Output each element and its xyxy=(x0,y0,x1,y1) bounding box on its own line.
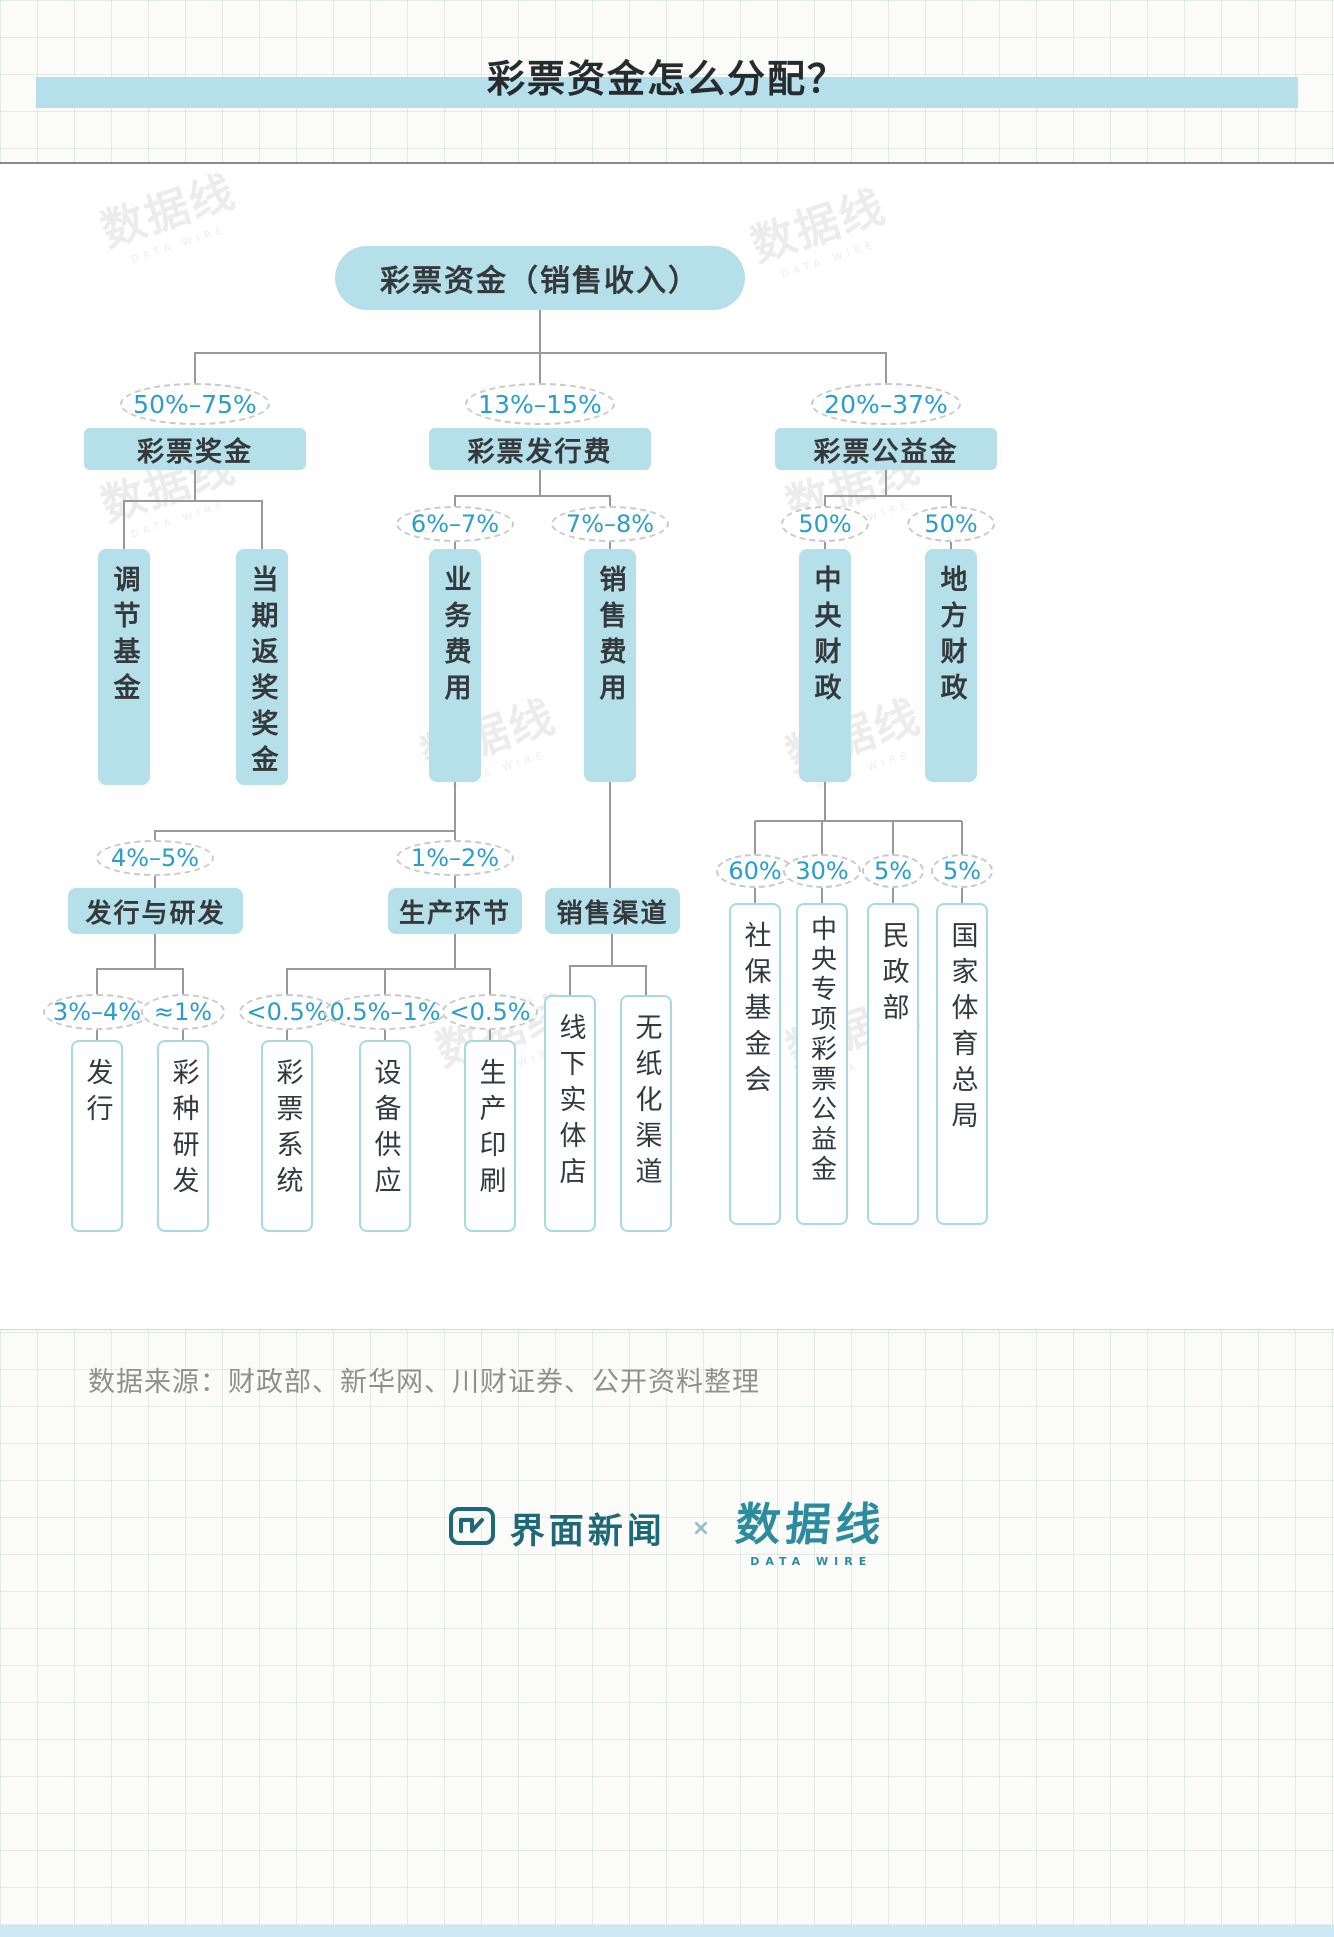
node-label: 地方财政 xyxy=(935,565,967,709)
node-label: 无纸化渠道 xyxy=(630,1013,662,1193)
node-label: 彩票发行费 xyxy=(467,436,613,468)
data-source-note: 数据来源：财政部、新华网、川财证券、公开资料整理 xyxy=(88,1367,760,1398)
node-lottery-system: 彩票系统 xyxy=(261,1040,313,1232)
node-welfare-fund: 彩票公益金 xyxy=(775,428,997,470)
datawire-logo-subtext: DATA WIRE xyxy=(750,1555,873,1568)
node-label: 生产印刷 xyxy=(474,1058,506,1202)
pct-welfare-fund: 20%–37% xyxy=(811,383,961,425)
pct-sales-expense: 7%–8% xyxy=(551,506,669,542)
pct-equipment-supply: 0.5%–1% xyxy=(324,994,446,1030)
connector-central-branch xyxy=(754,782,963,905)
pct-production-printing: <0.5% xyxy=(442,994,538,1030)
pct-central-special-fund: 30% xyxy=(783,854,861,888)
node-label: 国家体育总局 xyxy=(946,921,978,1137)
pct-issuance: 3%–4% xyxy=(43,994,151,1030)
header-divider xyxy=(0,162,1334,164)
node-label: 业务费用 xyxy=(439,565,471,709)
node-label: 彩票奖金 xyxy=(137,436,253,468)
node-central-special-fund: 中央专项彩票公益金 xyxy=(796,903,848,1225)
pct-business-expense: 6%–7% xyxy=(396,506,514,542)
node-business-expense: 业务费用 xyxy=(429,549,481,782)
node-lottery-prize: 彩票奖金 xyxy=(84,428,306,470)
pct-production: 1%–2% xyxy=(396,840,514,876)
pct-lottery-prize: 50%–75% xyxy=(120,383,270,425)
node-sales-expense: 销售费用 xyxy=(584,549,636,782)
node-label: 当期返奖奖金 xyxy=(246,565,278,781)
node-label: 生产环节 xyxy=(398,898,511,929)
node-issuance-fee: 彩票发行费 xyxy=(429,428,651,470)
jiemian-logo-icon xyxy=(448,1505,496,1551)
node-lottery-funds-root: 彩票资金（销售收入） xyxy=(335,246,745,310)
node-adjustment-fund: 调节基金 xyxy=(98,549,150,785)
node-label: 彩票资金（销售收入） xyxy=(380,264,700,299)
node-sales-channel: 销售渠道 xyxy=(545,888,680,934)
node-label: 销售费用 xyxy=(594,565,626,709)
node-current-prize-return: 当期返奖奖金 xyxy=(236,549,288,785)
pct-issuance-fee: 13%–15% xyxy=(465,383,615,425)
pct-lottery-type-rd: ≈1% xyxy=(141,994,225,1030)
connector-channel-branch xyxy=(569,934,647,997)
jiemian-logo: 界面新闻 xyxy=(448,1503,666,1554)
node-label: 社保基金会 xyxy=(739,921,771,1101)
connector-prize-branch xyxy=(123,470,263,552)
node-equipment-supply: 设备供应 xyxy=(359,1040,411,1232)
node-label: 线下实体店 xyxy=(554,1013,586,1193)
title-highlight-bar xyxy=(36,77,1298,108)
pct-social-security-fund: 60% xyxy=(716,854,794,888)
pct-issuance-rd: 4%–5% xyxy=(96,840,214,876)
node-local-finance: 地方财政 xyxy=(925,549,977,782)
connector-root xyxy=(194,310,887,386)
node-label: 中央专项彩票公益金 xyxy=(806,915,837,1185)
datawire-logo: 数据线 DATA WIRE xyxy=(733,1488,889,1568)
datawire-logo-text: 数据线 xyxy=(733,1498,889,1551)
node-issuance: 发行 xyxy=(71,1040,123,1232)
node-label: 销售渠道 xyxy=(556,898,669,929)
page-title: 彩票资金怎么分配？ xyxy=(486,57,847,101)
pct-sport-administration: 5% xyxy=(931,854,993,888)
node-label: 彩票公益金 xyxy=(813,436,959,468)
node-label: 彩种研发 xyxy=(167,1058,199,1202)
jiemian-logo-text: 界面新闻 xyxy=(509,1511,666,1552)
node-label: 民政部 xyxy=(877,921,909,1029)
node-central-finance: 中央财政 xyxy=(799,549,851,782)
node-social-security-fund: 社保基金会 xyxy=(729,903,781,1225)
brand-separator: × xyxy=(691,1515,711,1541)
node-label: 中央财政 xyxy=(809,565,841,709)
node-production-printing: 生产印刷 xyxy=(464,1040,516,1232)
node-issuance-rd: 发行与研发 xyxy=(68,888,243,934)
node-label: 发行与研发 xyxy=(85,898,226,929)
brand-row: 界面新闻 × 数据线 DATA WIRE xyxy=(0,1488,1334,1568)
node-lottery-type-rd: 彩种研发 xyxy=(157,1040,209,1232)
connector-business-branch xyxy=(154,782,456,890)
pct-central-finance: 50% xyxy=(781,506,869,542)
node-paperless-channel: 无纸化渠道 xyxy=(620,995,672,1232)
bottom-accent-strip xyxy=(0,1925,1334,1937)
node-sport-administration: 国家体育总局 xyxy=(936,903,988,1225)
node-civil-affairs: 民政部 xyxy=(867,903,919,1225)
pct-local-finance: 50% xyxy=(907,506,995,542)
node-production: 生产环节 xyxy=(388,888,522,934)
node-label: 发行 xyxy=(81,1058,113,1130)
pct-lottery-system: <0.5% xyxy=(239,994,335,1030)
pct-civil-affairs: 5% xyxy=(862,854,924,888)
node-label: 设备供应 xyxy=(369,1058,401,1202)
node-label: 调节基金 xyxy=(108,565,140,709)
node-label: 彩票系统 xyxy=(271,1058,303,1202)
node-offline-store: 线下实体店 xyxy=(544,995,596,1232)
